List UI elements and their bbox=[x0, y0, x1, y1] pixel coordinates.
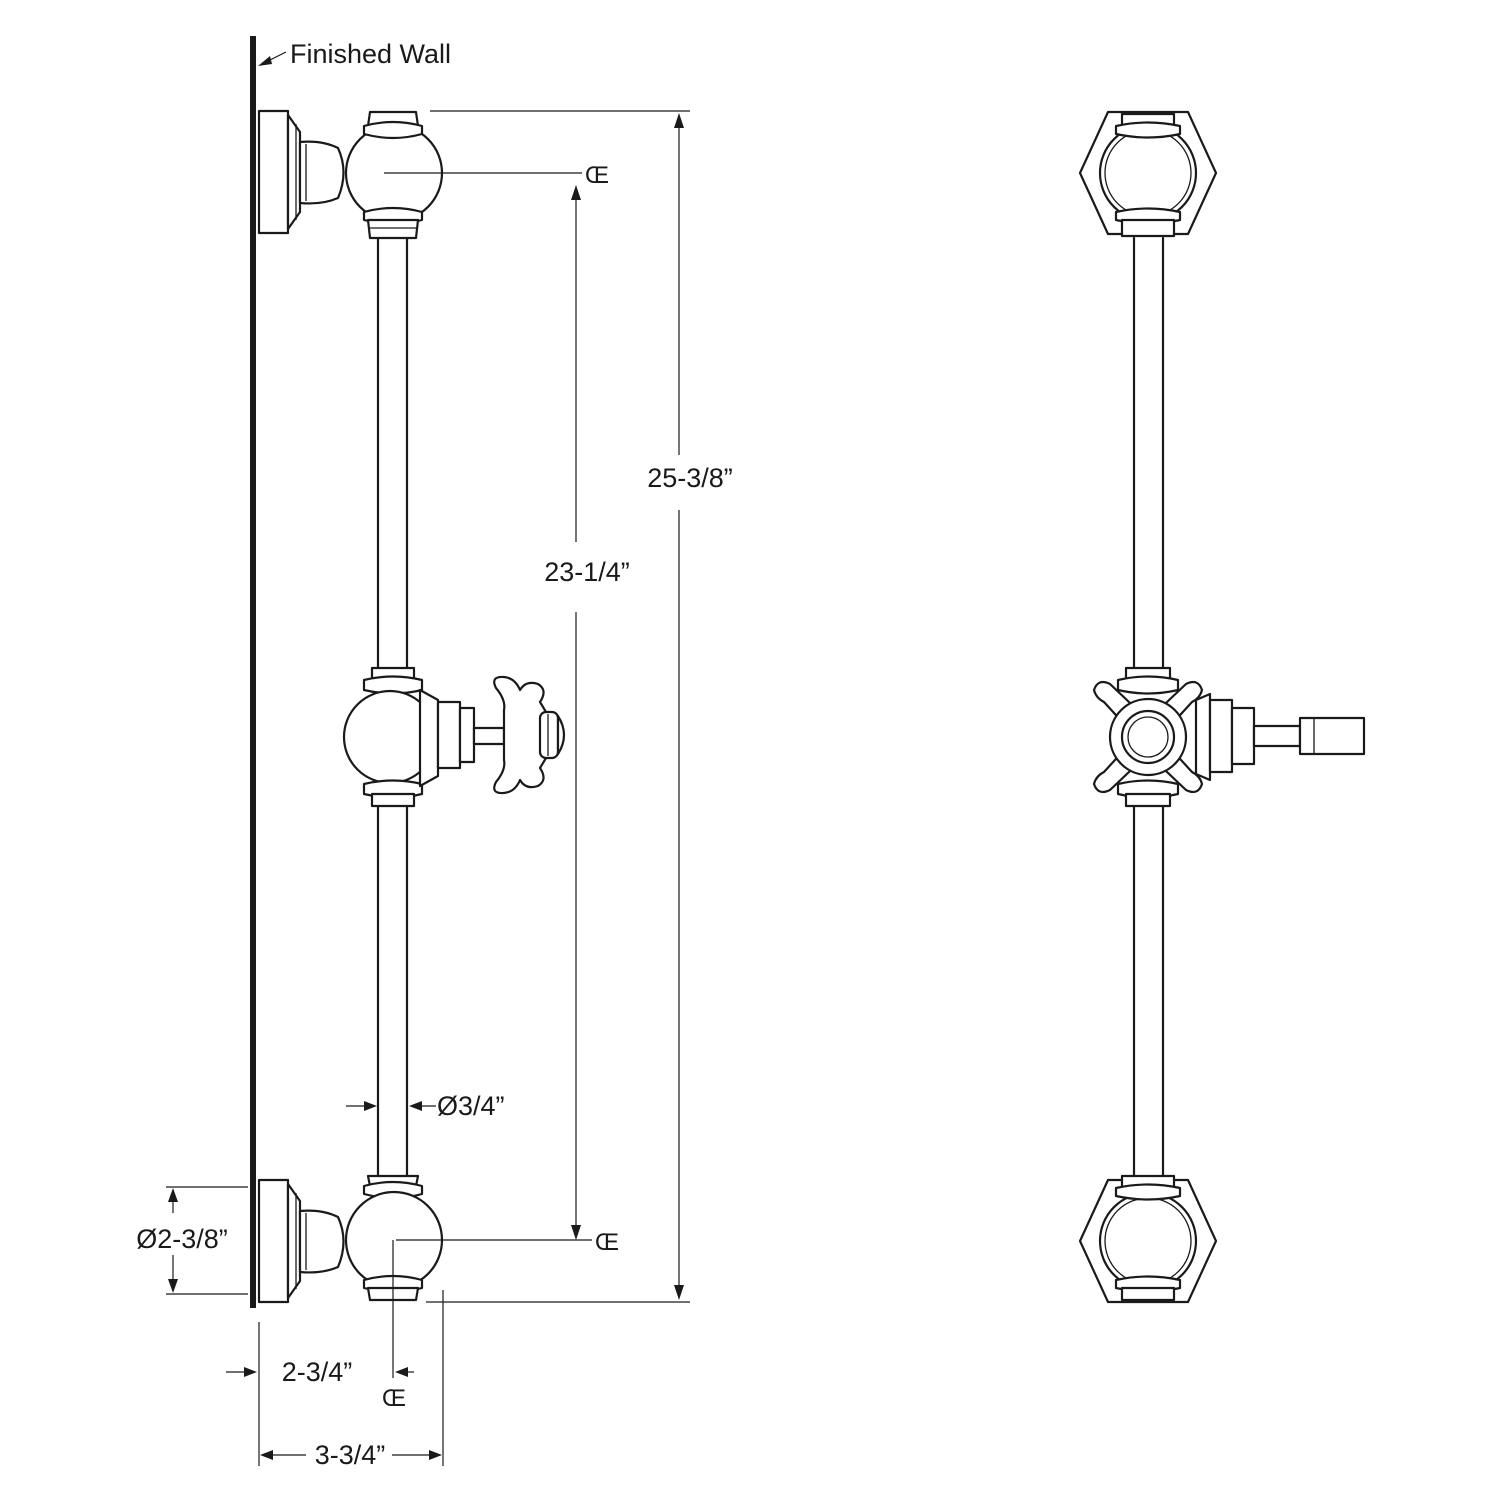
centerline-symbol-projection: Œ bbox=[382, 1385, 406, 1412]
top-wall-bracket bbox=[257, 109, 444, 240]
dimensions: 25-3/8” 23-1/4” Œ Œ Œ Finished Wall Ø3/4… bbox=[136, 39, 733, 1470]
front-view bbox=[1078, 110, 1366, 1304]
front-valve bbox=[1092, 666, 1366, 808]
overall-projection-label: 3-3/4” bbox=[315, 1440, 386, 1470]
top-hex-bracket bbox=[1078, 110, 1218, 238]
valve-body bbox=[342, 666, 566, 808]
center-to-center-label: 23-1/4” bbox=[544, 557, 630, 587]
bottom-wall-bracket bbox=[257, 1174, 444, 1304]
finished-wall-label: Finished Wall bbox=[290, 39, 451, 69]
overall-height-label: 25-3/8” bbox=[647, 463, 733, 493]
bottom-hex-bracket bbox=[1078, 1174, 1218, 1304]
bar-diameter-label: Ø3/4” bbox=[437, 1091, 505, 1121]
wall-to-center-label: 2-3/4” bbox=[282, 1357, 353, 1387]
side-view bbox=[250, 36, 690, 1378]
flange-diameter-label: Ø2-3/8” bbox=[136, 1224, 228, 1254]
centerline-symbol-top: Œ bbox=[585, 162, 609, 189]
centerline-symbol-bottom: Œ bbox=[595, 1229, 619, 1256]
